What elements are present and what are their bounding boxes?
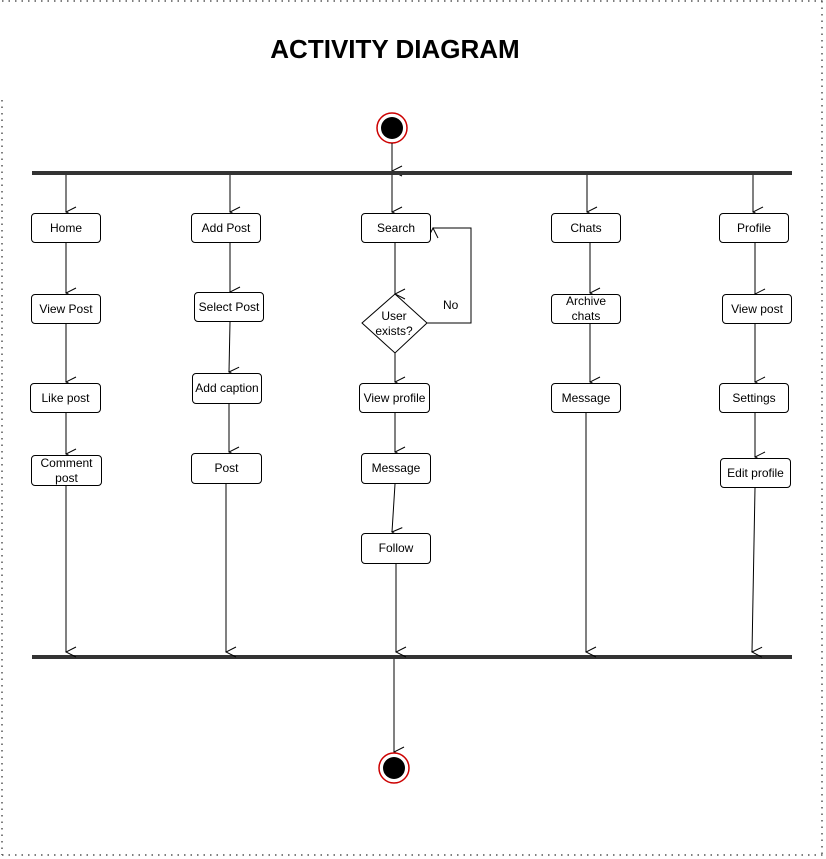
activity-like-post: Like post [30, 383, 101, 413]
fork-bar [32, 171, 792, 175]
activity-profile: Profile [719, 213, 789, 243]
activity-message: Message [361, 453, 431, 484]
activity-view-post: View Post [31, 294, 101, 324]
join-bar [32, 655, 792, 659]
activity-chats: Chats [551, 213, 621, 243]
activity-settings: Settings [719, 383, 789, 413]
end-node [378, 752, 410, 784]
no-branch-label: No [443, 298, 459, 312]
activity-home: Home [31, 213, 101, 243]
activity-archive-chats: Archive chats [551, 294, 621, 324]
activity-search: Search [361, 213, 431, 243]
activity-chats-message: Message [551, 383, 621, 413]
connectors [66, 175, 755, 752]
activity-follow: Follow [361, 533, 431, 564]
activity-edit-profile: Edit profile [720, 458, 791, 488]
activity-select-post: Select Post [194, 292, 264, 322]
activity-add-caption: Add caption [192, 373, 262, 404]
start-node [376, 112, 408, 144]
decision-diamond [361, 293, 428, 354]
diagram-title: ACTIVITY DIAGRAM [270, 34, 520, 64]
activity-post: Post [191, 453, 262, 484]
activity-view-profile: View profile [359, 383, 430, 413]
activity-add-post: Add Post [191, 213, 261, 243]
decision-label: User exists? [375, 309, 413, 338]
activity-comment-post: Comment post [31, 455, 102, 486]
activity-view-post-profile: View post [722, 294, 792, 324]
